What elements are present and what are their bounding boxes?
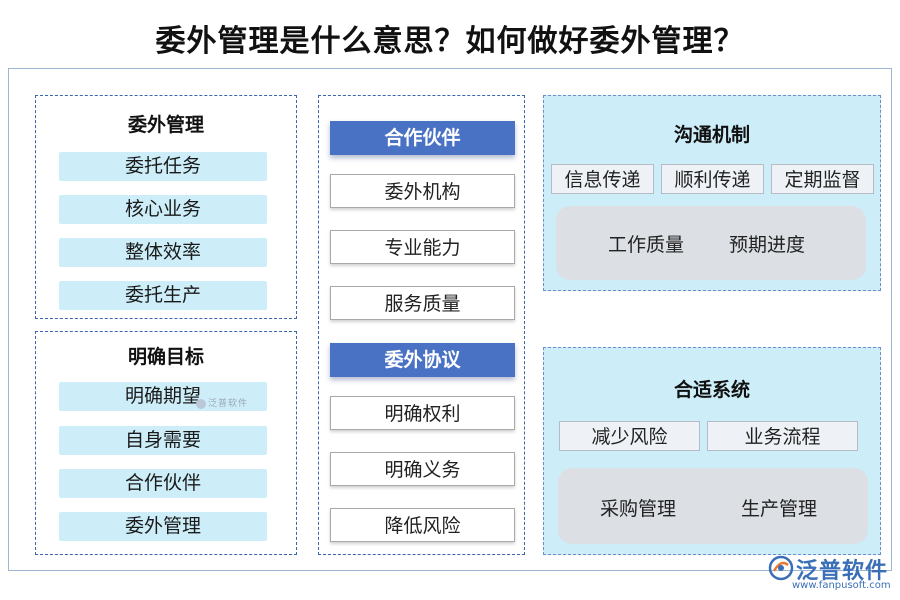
panel-middle: 合作伙伴 委外机构 专业能力 服务质量 委外协议 明确权利 明确义务 降低风险 (318, 95, 525, 555)
communication-chip: 顺利传递 (661, 164, 764, 194)
panel-outsourcing: 委外管理 委托任务 核心业务 整体效率 委托生产 (35, 95, 297, 319)
system-chip: 业务流程 (707, 421, 858, 451)
panel-clear-goals-heading: 明确目标 (127, 346, 204, 368)
brand-logo-name: 泛普软件 (796, 559, 889, 584)
system-detail-item: 生产管理 (741, 498, 818, 520)
communication-detail-block: 工作质量 预期进度 (556, 206, 866, 280)
panel-system: 合适系统 减少风险 业务流程 采购管理 生产管理 (543, 347, 881, 555)
outsourcing-item: 核心业务 (59, 195, 267, 224)
watermark-logo-icon (196, 398, 206, 409)
diagram-frame (8, 68, 892, 571)
agreement-item-box: 明确权利 (330, 396, 515, 430)
outsourcing-item: 委托生产 (59, 281, 267, 310)
agreement-item-box: 降低风险 (330, 508, 515, 542)
communication-detail-item: 预期进度 (729, 234, 806, 256)
panel-system-heading: 合适系统 (673, 379, 750, 401)
watermark-small: 泛普软件 (196, 396, 248, 409)
agreement-heading-box: 委外协议 (330, 343, 515, 377)
communication-chip: 信息传递 (551, 164, 654, 194)
communication-detail-item: 工作质量 (608, 234, 685, 256)
goals-item: 委外管理 (59, 512, 267, 541)
goals-item: 合作伙伴 (59, 469, 267, 498)
panel-clear-goals: 明确目标 明确期望 自身需要 合作伙伴 委外管理 (35, 331, 297, 555)
system-chip: 减少风险 (559, 421, 700, 451)
partner-heading-box: 合作伙伴 (330, 121, 515, 155)
agreement-item-box: 明确义务 (330, 452, 515, 486)
outsourcing-item: 委托任务 (59, 152, 267, 181)
goals-item: 明确期望 (59, 382, 267, 411)
outsourcing-item: 整体效率 (59, 238, 267, 267)
brand-logo: 泛普软件 www.fanpusoft.com (768, 553, 894, 595)
panel-communication: 沟通机制 信息传递 顺利传递 定期监督 工作质量 预期进度 (543, 95, 881, 291)
page-title: 委外管理是什么意思？如何做好委外管理？ (155, 24, 745, 59)
system-detail-item: 采购管理 (600, 498, 677, 520)
brand-logo-icon (768, 555, 794, 581)
partner-item-box: 专业能力 (330, 230, 515, 264)
watermark-small-text: 泛普软件 (208, 399, 249, 409)
panel-communication-heading: 沟通机制 (673, 124, 750, 146)
partner-item-box: 委外机构 (330, 174, 515, 208)
panel-outsourcing-heading: 委外管理 (127, 114, 204, 136)
partner-item-box: 服务质量 (330, 286, 515, 320)
goals-item: 自身需要 (59, 426, 267, 455)
brand-logo-url: www.fanpusoft.com (792, 580, 891, 591)
system-detail-block: 采购管理 生产管理 (558, 468, 868, 544)
communication-chip: 定期监督 (771, 164, 874, 194)
